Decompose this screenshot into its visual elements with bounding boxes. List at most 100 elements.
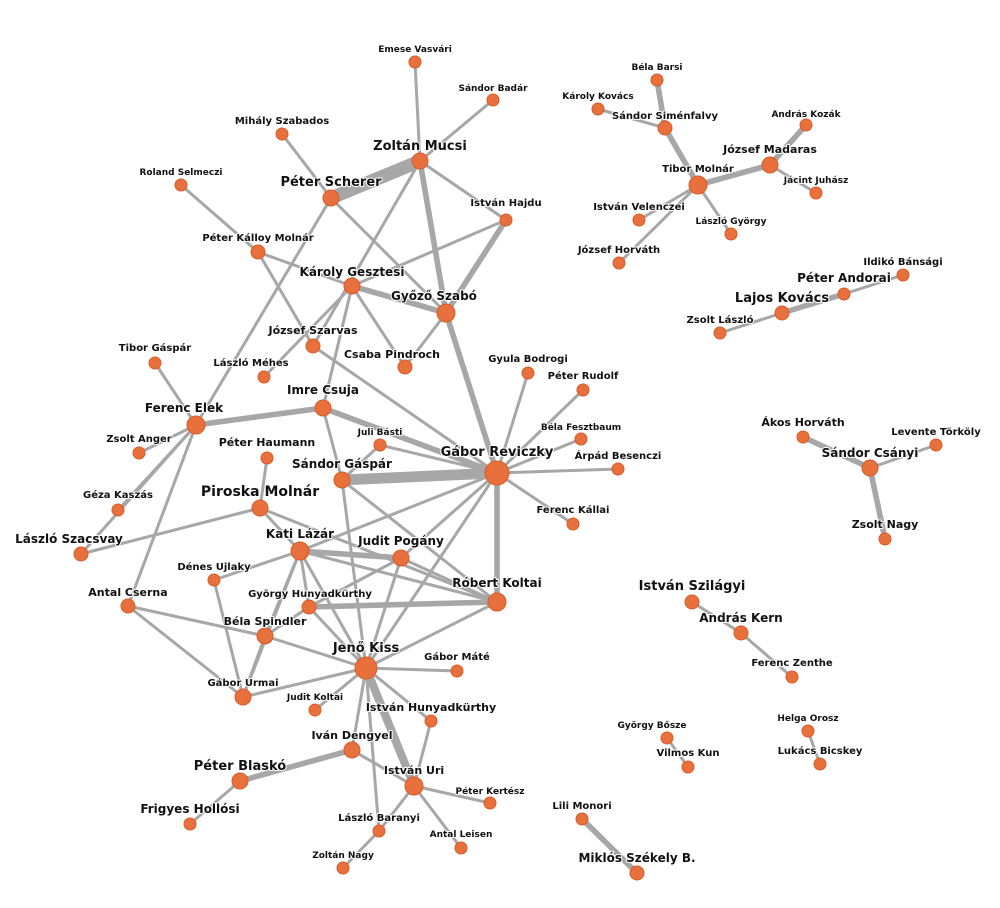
edge-antal_cserna-gabor_urmai bbox=[126, 604, 245, 699]
node-kati-lazar bbox=[290, 541, 310, 561]
node-laszlo-baranyi bbox=[372, 824, 386, 838]
edge-denes_ujlaky-gabor_urmai bbox=[212, 578, 245, 699]
label-mihaly-szabados: Mihály Szabados bbox=[235, 115, 329, 127]
node-lili-monori bbox=[575, 812, 589, 826]
edge-gyozo_szabo-gabor_reviczky bbox=[443, 310, 500, 476]
edge-bela_fesztbaum-gabor_reviczky bbox=[495, 437, 583, 475]
node-robert-koltai bbox=[487, 592, 507, 612]
node-laszlo-gyorgy bbox=[724, 227, 738, 241]
node-piroska-molnar bbox=[251, 499, 269, 517]
node-judit-pogany bbox=[392, 549, 410, 567]
node-karoly-kovacs bbox=[591, 102, 605, 116]
label-gyula-bodrogi: Gyula Bodrogi bbox=[488, 354, 568, 365]
edge-antal_cserna-bela_spindler bbox=[126, 604, 267, 638]
edge-andras_kozak-jozsef_madaras bbox=[767, 122, 809, 168]
edge-zoltan_mucsi-peter_scherer bbox=[324, 154, 427, 205]
node-bela-fesztbaum bbox=[574, 432, 588, 446]
edge-jeno_kiss-laszlo_baranyi bbox=[364, 666, 381, 833]
label-ivan-dengyel: Iván Dengyel bbox=[311, 729, 392, 742]
node-akos-horvath bbox=[796, 430, 810, 444]
node-jozsef-szarvas bbox=[305, 338, 321, 354]
node-istvan-szilagyi bbox=[684, 594, 700, 610]
node-zsolt-laszlo bbox=[713, 326, 727, 340]
edge-jeno_kiss-ivan_dengyel bbox=[350, 666, 368, 752]
edge-ivan_dengyel-istvan_uri bbox=[350, 748, 416, 788]
edge-bela_barsi-sandor_simenfalvy bbox=[654, 77, 668, 131]
node-laszlo-mehes bbox=[257, 370, 271, 384]
node-gyula-bodrogi bbox=[521, 366, 535, 380]
edge-ferenc_elek-zsolt_anger bbox=[137, 423, 198, 455]
node-andras-kern bbox=[733, 625, 749, 641]
edge-istvan_hajdu-gyozo_szabo bbox=[443, 217, 509, 316]
label-ferenc-elek: Ferenc Elek bbox=[145, 401, 224, 415]
label-sandor-simenfalvy: Sándor Siménfalvy bbox=[612, 110, 719, 122]
label-ildiko-bansagi: Ildikó Bánsági bbox=[863, 256, 942, 268]
label-peter-rudolf: Péter Rudolf bbox=[548, 370, 619, 382]
label-roland-selmeczi: Roland Selmeczi bbox=[139, 168, 222, 178]
node-jozsef-madaras bbox=[761, 156, 779, 174]
edges-layer bbox=[79, 60, 938, 876]
label-laszlo-szacsvay: László Szacsvay bbox=[15, 532, 123, 546]
edge-roland_selmeczi-peter_kalloy_molnar bbox=[179, 183, 260, 254]
node-arpad-besenczi bbox=[611, 462, 625, 476]
label-istvan-velenczei: István Velenczei bbox=[593, 201, 685, 213]
edge-lajos_kovacs-zsolt_laszlo bbox=[718, 311, 784, 335]
edge-sandor_csanyi-zsolt_nagy bbox=[867, 465, 888, 542]
node-antal-leisen bbox=[454, 841, 468, 855]
edge-andras_kern-ferenc_zenthe bbox=[739, 631, 794, 679]
node-denes-ujlaky bbox=[207, 573, 221, 587]
edge-imre_csuja-gabor_reviczky bbox=[320, 405, 500, 476]
node-bela-barsi bbox=[650, 73, 664, 87]
edge-juli_basti-gabor_reviczky bbox=[378, 443, 499, 475]
edge-jozsef_szarvas-gabor_reviczky bbox=[311, 344, 499, 475]
node-jacint-juhasz bbox=[809, 186, 823, 200]
node-istvan-hajdu bbox=[499, 213, 513, 227]
node-sandor-csanyi bbox=[861, 459, 879, 477]
edge-kati_lazar-jeno_kiss bbox=[298, 549, 368, 670]
edge-gyozo_szabo-csaba_pindroch bbox=[403, 311, 448, 369]
edge-robert_koltai-jeno_kiss bbox=[364, 600, 499, 670]
node-ferenc-zenthe bbox=[785, 670, 799, 684]
edge-jeno_kiss-istvan_uri bbox=[361, 663, 419, 791]
node-ferenc-kallai bbox=[566, 517, 580, 531]
label-peter-blasko: Péter Blaskó bbox=[194, 759, 286, 774]
edge-piroska_molnar-laszlo_szacsvay bbox=[79, 506, 262, 556]
label-robert-koltai: Róbert Koltai bbox=[452, 576, 541, 590]
label-peter-scherer: Péter Scherer bbox=[280, 175, 382, 190]
label-arpad-besenczi: Árpád Besenczi bbox=[575, 449, 662, 462]
node-gabor-mate bbox=[450, 664, 464, 678]
edge-peter_rudolf-gabor_reviczky bbox=[495, 388, 585, 475]
edge-kati_lazar-judit_pogany bbox=[297, 548, 404, 561]
edge-tibor_gaspar-ferenc_elek bbox=[153, 361, 198, 427]
node-istvan-velenczei bbox=[632, 213, 646, 227]
edge-ferenc_elek-antal_cserna bbox=[126, 423, 198, 608]
edge-judit_pogany-robert_koltai bbox=[399, 556, 499, 604]
node-ferenc-elek bbox=[186, 415, 206, 435]
node-tibor-molnar bbox=[688, 175, 708, 195]
label-sandor-gaspar: Sándor Gáspár bbox=[292, 457, 392, 471]
edge-sandor_badar-zoltan_mucsi bbox=[418, 98, 495, 163]
label-jozsef-szarvas: József Szarvas bbox=[268, 324, 358, 337]
label-laszlo-baranyi: László Baranyi bbox=[338, 812, 420, 824]
node-mihaly-szabados bbox=[275, 127, 289, 141]
node-jozsef-horvath bbox=[612, 256, 626, 270]
label-zoltan-nagy: Zoltán Nagy bbox=[312, 851, 374, 861]
edge-jozsef_madaras-jacint_juhasz bbox=[768, 163, 818, 195]
edge-peter_scherer-ferenc_elek bbox=[194, 196, 333, 427]
label-lajos-kovacs: Lajos Kovács bbox=[735, 291, 829, 306]
edge-tibor_molnar-istvan_velenczei bbox=[637, 183, 700, 222]
edge-judit_pogany-jeno_kiss bbox=[364, 556, 403, 670]
edge-gyorgy_hunyadkurthy-jeno_kiss bbox=[307, 605, 368, 670]
label-laszlo-gyorgy: László György bbox=[696, 216, 767, 227]
node-bela-spindler bbox=[256, 627, 274, 645]
node-lukacs-bicskey bbox=[813, 757, 827, 771]
label-geza-kaszas: Géza Kaszás bbox=[83, 489, 153, 501]
label-istvan-hajdu: István Hajdu bbox=[470, 197, 541, 209]
label-lili-monori: Lili Monori bbox=[552, 801, 611, 812]
label-peter-andorai: Péter Andorai bbox=[797, 271, 891, 285]
label-zsolt-laszlo: Zsolt László bbox=[687, 314, 754, 326]
node-lajos-kovacs bbox=[774, 305, 790, 321]
edge-istvan_hunyadkurthy-istvan_uri bbox=[412, 719, 433, 788]
label-akos-horvath: Ákos Horváth bbox=[761, 416, 844, 429]
